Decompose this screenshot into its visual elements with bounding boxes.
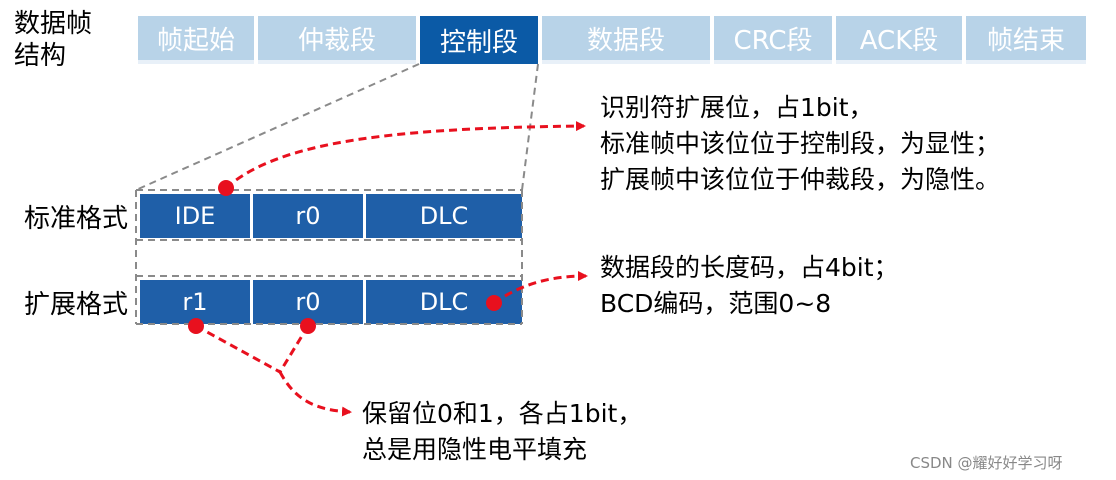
standard-format-label: 标准格式 <box>23 204 128 234</box>
ext-field-dlc: DLC <box>366 280 522 324</box>
r0-dot <box>300 318 316 334</box>
segment-data: 数据段 <box>542 16 710 64</box>
ide-note-line2: 标准帧中该位位于控制段，为显性； <box>600 129 1001 158</box>
ext-field-r0: r0 <box>253 280 363 324</box>
watermark: CSDN @耀好好学习呀 <box>910 454 1063 472</box>
ide-arrow <box>225 121 586 190</box>
frame-label-line1: 数据帧 <box>14 9 93 39</box>
extended-format-label: 扩展格式 <box>23 290 128 320</box>
r1-arrow-line <box>195 324 281 374</box>
ide-note-line3: 扩展帧中该位位于仲裁段，为隐性。 <box>600 165 1001 194</box>
ide-dot <box>218 180 234 196</box>
segment-arbitration: 仲裁段 <box>258 16 416 64</box>
segment-ack: ACK段 <box>836 16 962 64</box>
reserved-note-line1: 保留位0和1，各占1bit， <box>362 399 643 428</box>
reserved-note-line2: 总是用隐性电平填充 <box>362 435 588 464</box>
std-field-ide: IDE <box>140 194 250 238</box>
std-field-r0: r0 <box>253 194 363 238</box>
segment-frame-end: 帧结束 <box>966 16 1086 64</box>
dlc-note: 数据段的长度码，占4bit； BCD编码，范围0~8 <box>600 250 899 322</box>
frame-structure-label: 数据帧 结构 <box>14 8 124 72</box>
zoom-outline <box>135 63 539 325</box>
frame-label-line2: 结构 <box>14 41 67 71</box>
ide-note-line1: 识别符扩展位，占1bit， <box>600 93 874 122</box>
dlc-note-line1: 数据段的长度码，占4bit； <box>600 253 899 282</box>
std-field-dlc: DLC <box>366 194 522 238</box>
ext-field-r1: r1 <box>140 280 250 324</box>
segment-control: 控制段 <box>420 16 538 64</box>
r1-dot <box>188 318 204 334</box>
reserved-note: 保留位0和1，各占1bit， 总是用隐性电平填充 <box>362 396 642 468</box>
segment-crc: CRC段 <box>714 16 832 64</box>
ide-note: 识别符扩展位，占1bit， 标准帧中该位位于控制段，为显性； 扩展帧中该位位于仲… <box>600 90 1000 198</box>
dlc-note-line2: BCD编码，范围0~8 <box>600 289 832 318</box>
dlc-arrow <box>493 271 588 305</box>
segment-frame-start: 帧起始 <box>138 16 254 64</box>
reserved-arrow <box>278 371 352 417</box>
r0-arrow-line <box>278 325 310 373</box>
dlc-dot <box>486 295 502 311</box>
